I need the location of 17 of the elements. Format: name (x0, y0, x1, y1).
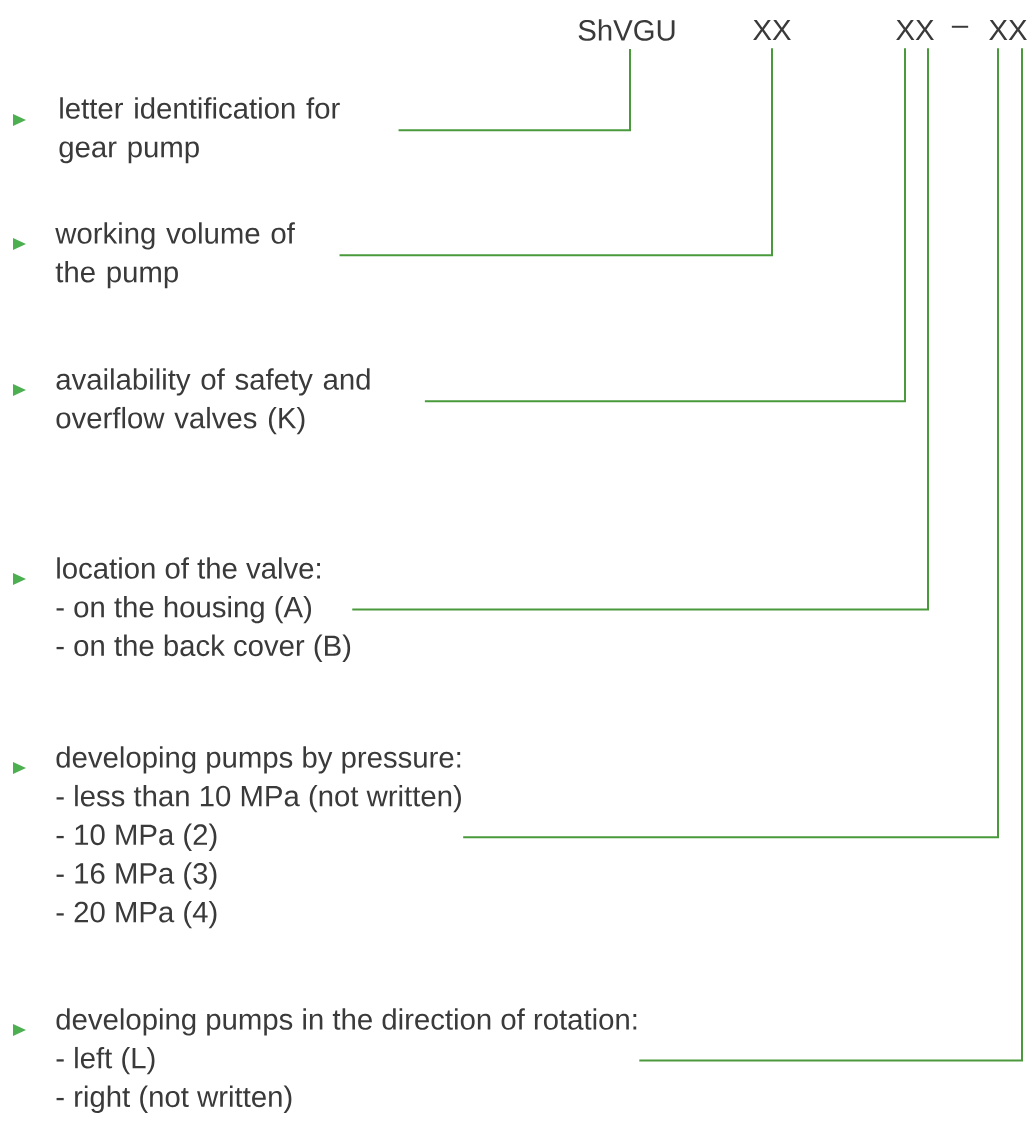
leader-line (638, 47, 1023, 1062)
code-text: XX (896, 19, 934, 41)
description-text: developing pumps by pressure: - less than 10 MPa (not written) - 10 MPa (2) - 16 MPa (3) - 20 MPa (4) (56, 746, 461, 929)
description-text: availability of safety and overflow valves (K) (56, 368, 370, 435)
description-text: working volume of the pump (55, 222, 295, 289)
leader-line (462, 47, 999, 839)
description-text: location of the valve: - on the housing (A) - on the back cover (B) (56, 557, 351, 662)
leader-line (397, 48, 631, 132)
leader-line (351, 47, 929, 611)
leader-line (423, 47, 906, 403)
code-text: XX (989, 19, 1027, 41)
leader-line (338, 47, 773, 257)
code-text: ShVGU (578, 19, 675, 41)
separator-dash: – (951, 25, 969, 28)
code-text: XX (753, 19, 791, 41)
description-text: letter identification for gear pump (59, 97, 340, 164)
description-text: developing pumps in the direction of rotation: - left (L) - right (not written) (56, 1008, 637, 1113)
